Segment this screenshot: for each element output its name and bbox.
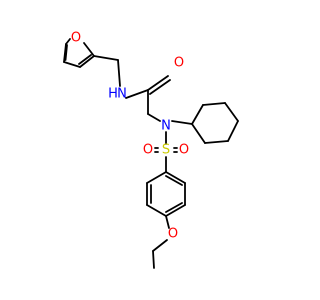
bond-line-8 <box>117 59 121 87</box>
bond-line-30 <box>146 204 167 217</box>
bond-line-10 <box>147 75 169 91</box>
bond-line-32 <box>165 202 183 213</box>
bond-line-19 <box>204 140 229 144</box>
bond-line-0 <box>63 43 67 63</box>
bond-line-34 <box>165 171 186 184</box>
bond-line-1 <box>64 44 68 61</box>
bond-line-38 <box>152 250 155 269</box>
bond-line-11 <box>149 79 171 95</box>
bond-line-35 <box>165 175 183 186</box>
bond-line-16 <box>202 102 226 106</box>
carbonyl-oxygen-label: O <box>174 56 184 71</box>
bond-line-18 <box>227 120 239 142</box>
bond-line-17 <box>224 102 239 122</box>
bond-line-5 <box>83 42 95 57</box>
amide-nitrogen-label: N <box>117 87 127 102</box>
bond-line-20 <box>191 123 206 144</box>
bond-line-4 <box>78 54 92 65</box>
bond-line-7 <box>93 55 119 61</box>
bond-line-13 <box>147 113 161 122</box>
bond-line-27 <box>146 171 167 184</box>
bond-line-37 <box>152 239 168 252</box>
bond-line-3 <box>79 55 95 68</box>
bond-lines <box>63 38 239 269</box>
sulfonyl-oxygen-left-label: O <box>143 143 153 158</box>
bond-line-36 <box>165 215 170 229</box>
furan-oxygen-label: O <box>71 31 81 46</box>
sulfur-label: S <box>162 143 170 158</box>
sulfonamide-nitrogen-label: N <box>161 119 171 134</box>
bond-line-6 <box>65 38 71 45</box>
bond-line-31 <box>165 204 186 217</box>
sulfonyl-oxygen-right-label: O <box>179 143 189 158</box>
bond-line-15 <box>191 104 204 125</box>
bond-line-9 <box>125 89 149 99</box>
amide-hydrogen-label: H <box>108 87 118 102</box>
bond-line-14 <box>171 120 193 125</box>
bond-line-2 <box>63 61 81 68</box>
ether-oxygen-label: O <box>168 227 178 242</box>
